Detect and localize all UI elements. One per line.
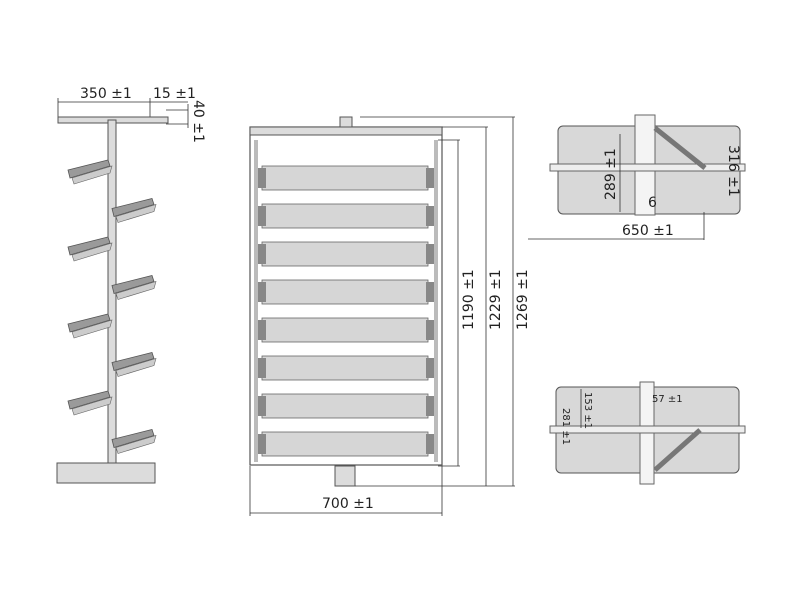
lower-offset-label: 57 ±1 [652,394,683,405]
front-view: 1190 ±1 1229 ±1 1269 ±1 700 ±1 [249,116,531,516]
basket [67,390,111,410]
lower-total-label: 281 ±1 [560,408,571,445]
top-handle [339,116,353,128]
side-view: 350 ±1 15 ±1 40 ±1 [56,86,206,484]
shelf-bracket-left [258,434,266,454]
basket-front [71,165,113,185]
upper-width-label: 650 ±1 [622,223,674,239]
shelf-bracket-right [426,206,434,226]
lower-depth-label: 153 ±1 [582,392,593,429]
shelf [261,393,429,419]
side-plate-height-label: 40 ±1 [190,100,206,143]
base-plate [56,462,156,484]
shelf [261,431,429,457]
basket [111,198,155,218]
diagonal-arm [653,126,707,170]
shelf-bracket-right [426,434,434,454]
shelf-bracket-left [258,168,266,188]
bottom-mount [334,465,356,487]
basket-front [115,204,157,223]
basket-front [71,319,113,339]
shelf [261,317,429,343]
mid-height-label: 1229 ±1 [488,269,504,330]
shelf-bracket-right [426,282,434,302]
shelf-bracket-right [426,358,434,378]
shelf-bracket-right [426,244,434,264]
basket-front [71,242,113,262]
shelf [261,165,429,191]
shelf-bracket-right [426,320,434,340]
cross-bar [549,163,746,172]
upper-offset-label: 6 [648,195,657,211]
upper-depth-label: 289 ±1 [603,148,619,200]
side-width-label: 350 ±1 [80,86,132,102]
inner-height-label: 1190 ±1 [461,269,477,330]
basket-front [115,281,157,300]
basket [67,236,111,256]
shelf-bracket-left [258,282,266,302]
basket-front [115,435,157,454]
top-view-upper: 289 ±1 316 ±1 6 650 ±1 [528,114,746,240]
front-top-bar [249,126,443,136]
basket-front [115,358,157,377]
left-rail [254,140,258,462]
shelf-bracket-left [258,396,266,416]
front-width-label: 700 ±1 [322,496,374,512]
shelf [261,241,429,267]
basket [111,352,155,372]
shelf-bracket-left [258,206,266,226]
side-plate-label: 15 ±1 [153,86,196,102]
shelf [261,203,429,229]
diagonal-arm [653,428,702,472]
basket [111,275,155,295]
basket [111,429,155,449]
total-height-label: 1269 ±1 [515,269,531,330]
basket [67,313,111,333]
shelf [261,355,429,381]
basket-front [71,396,113,416]
upper-side-label: 316 ±1 [725,145,741,197]
shelf-bracket-left [258,358,266,378]
cross-bar [549,425,746,434]
top-view-lower: 153 ±1 281 ±1 57 ±1 [549,381,746,485]
shelf-bracket-right [426,396,434,416]
basket [67,159,111,179]
right-rail [434,140,438,462]
shelf-bracket-right [426,168,434,188]
shelf-bracket-left [258,244,266,264]
shelf [261,279,429,305]
shelf-bracket-left [258,320,266,340]
